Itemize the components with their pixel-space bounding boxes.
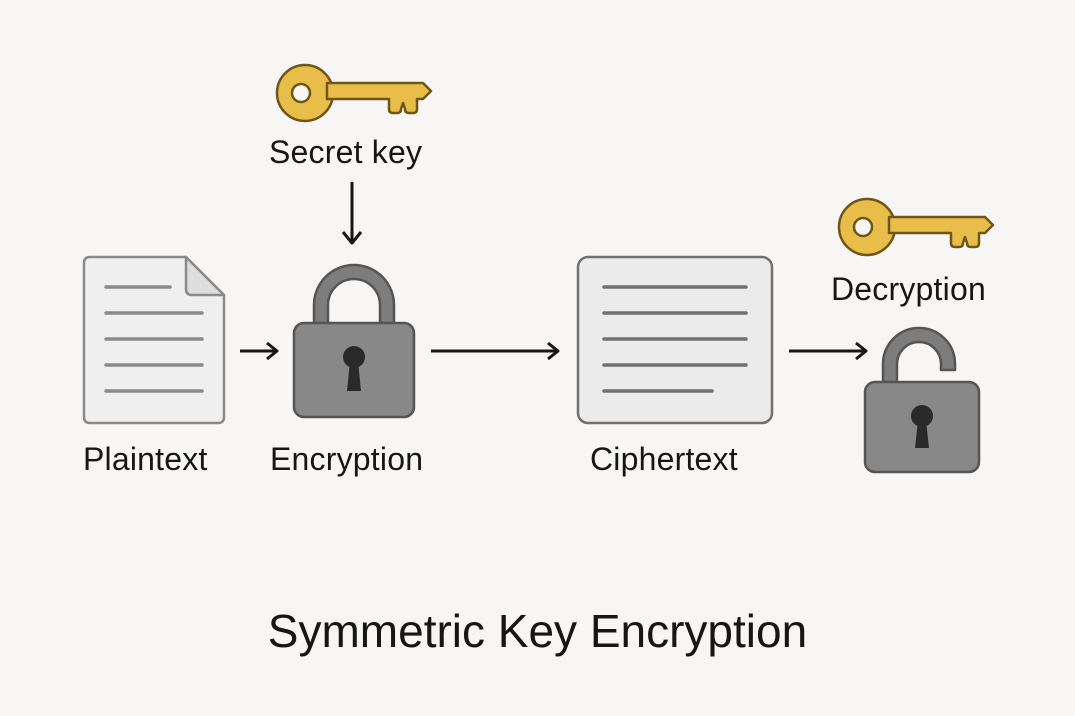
ciphertext-label: Ciphertext — [590, 441, 738, 477]
arrow-right — [789, 341, 868, 361]
key-icon — [275, 63, 433, 123]
document-icon — [82, 255, 226, 425]
key-icon — [837, 197, 995, 257]
locked-padlock-icon — [292, 263, 416, 419]
diagram-title: Symmetric Key Encryption — [267, 605, 808, 657]
encryption-label: Encryption — [270, 441, 424, 477]
plaintext-label: Plaintext — [83, 441, 208, 477]
unlocked-padlock-icon — [863, 326, 981, 474]
arrow-right — [431, 341, 560, 361]
arrow-right — [240, 341, 279, 361]
secret-key-label: Secret key — [269, 134, 423, 170]
decryption-label: Decryption — [831, 271, 986, 307]
ciphertext-document-icon — [576, 255, 774, 425]
down-arrow — [341, 182, 363, 245]
